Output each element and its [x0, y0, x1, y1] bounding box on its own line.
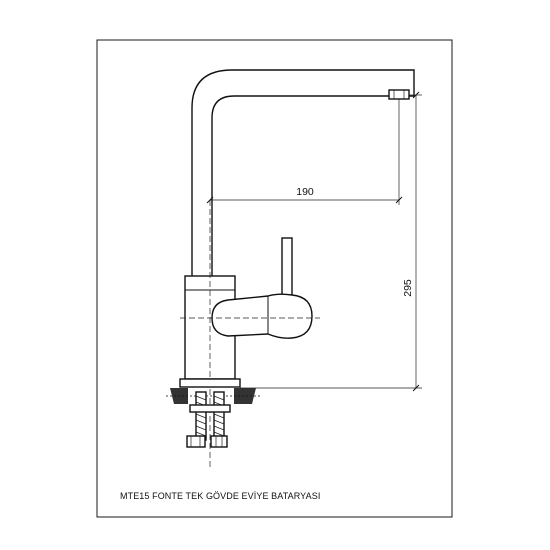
height-dimension-label: 295 — [402, 279, 414, 297]
threaded-shank — [186, 391, 231, 448]
center-lines — [180, 200, 320, 470]
mounting-base — [166, 378, 262, 404]
faucet-spout — [191, 69, 415, 279]
height-dimension — [240, 91, 422, 392]
reach-dimension — [206, 99, 403, 205]
drawing-frame — [96, 39, 453, 518]
reach-dimension-label: 190 — [296, 186, 314, 198]
drawing-title: MTE15 FONTE TEK GÖVDE EVİYE BATARYASI — [120, 491, 320, 501]
